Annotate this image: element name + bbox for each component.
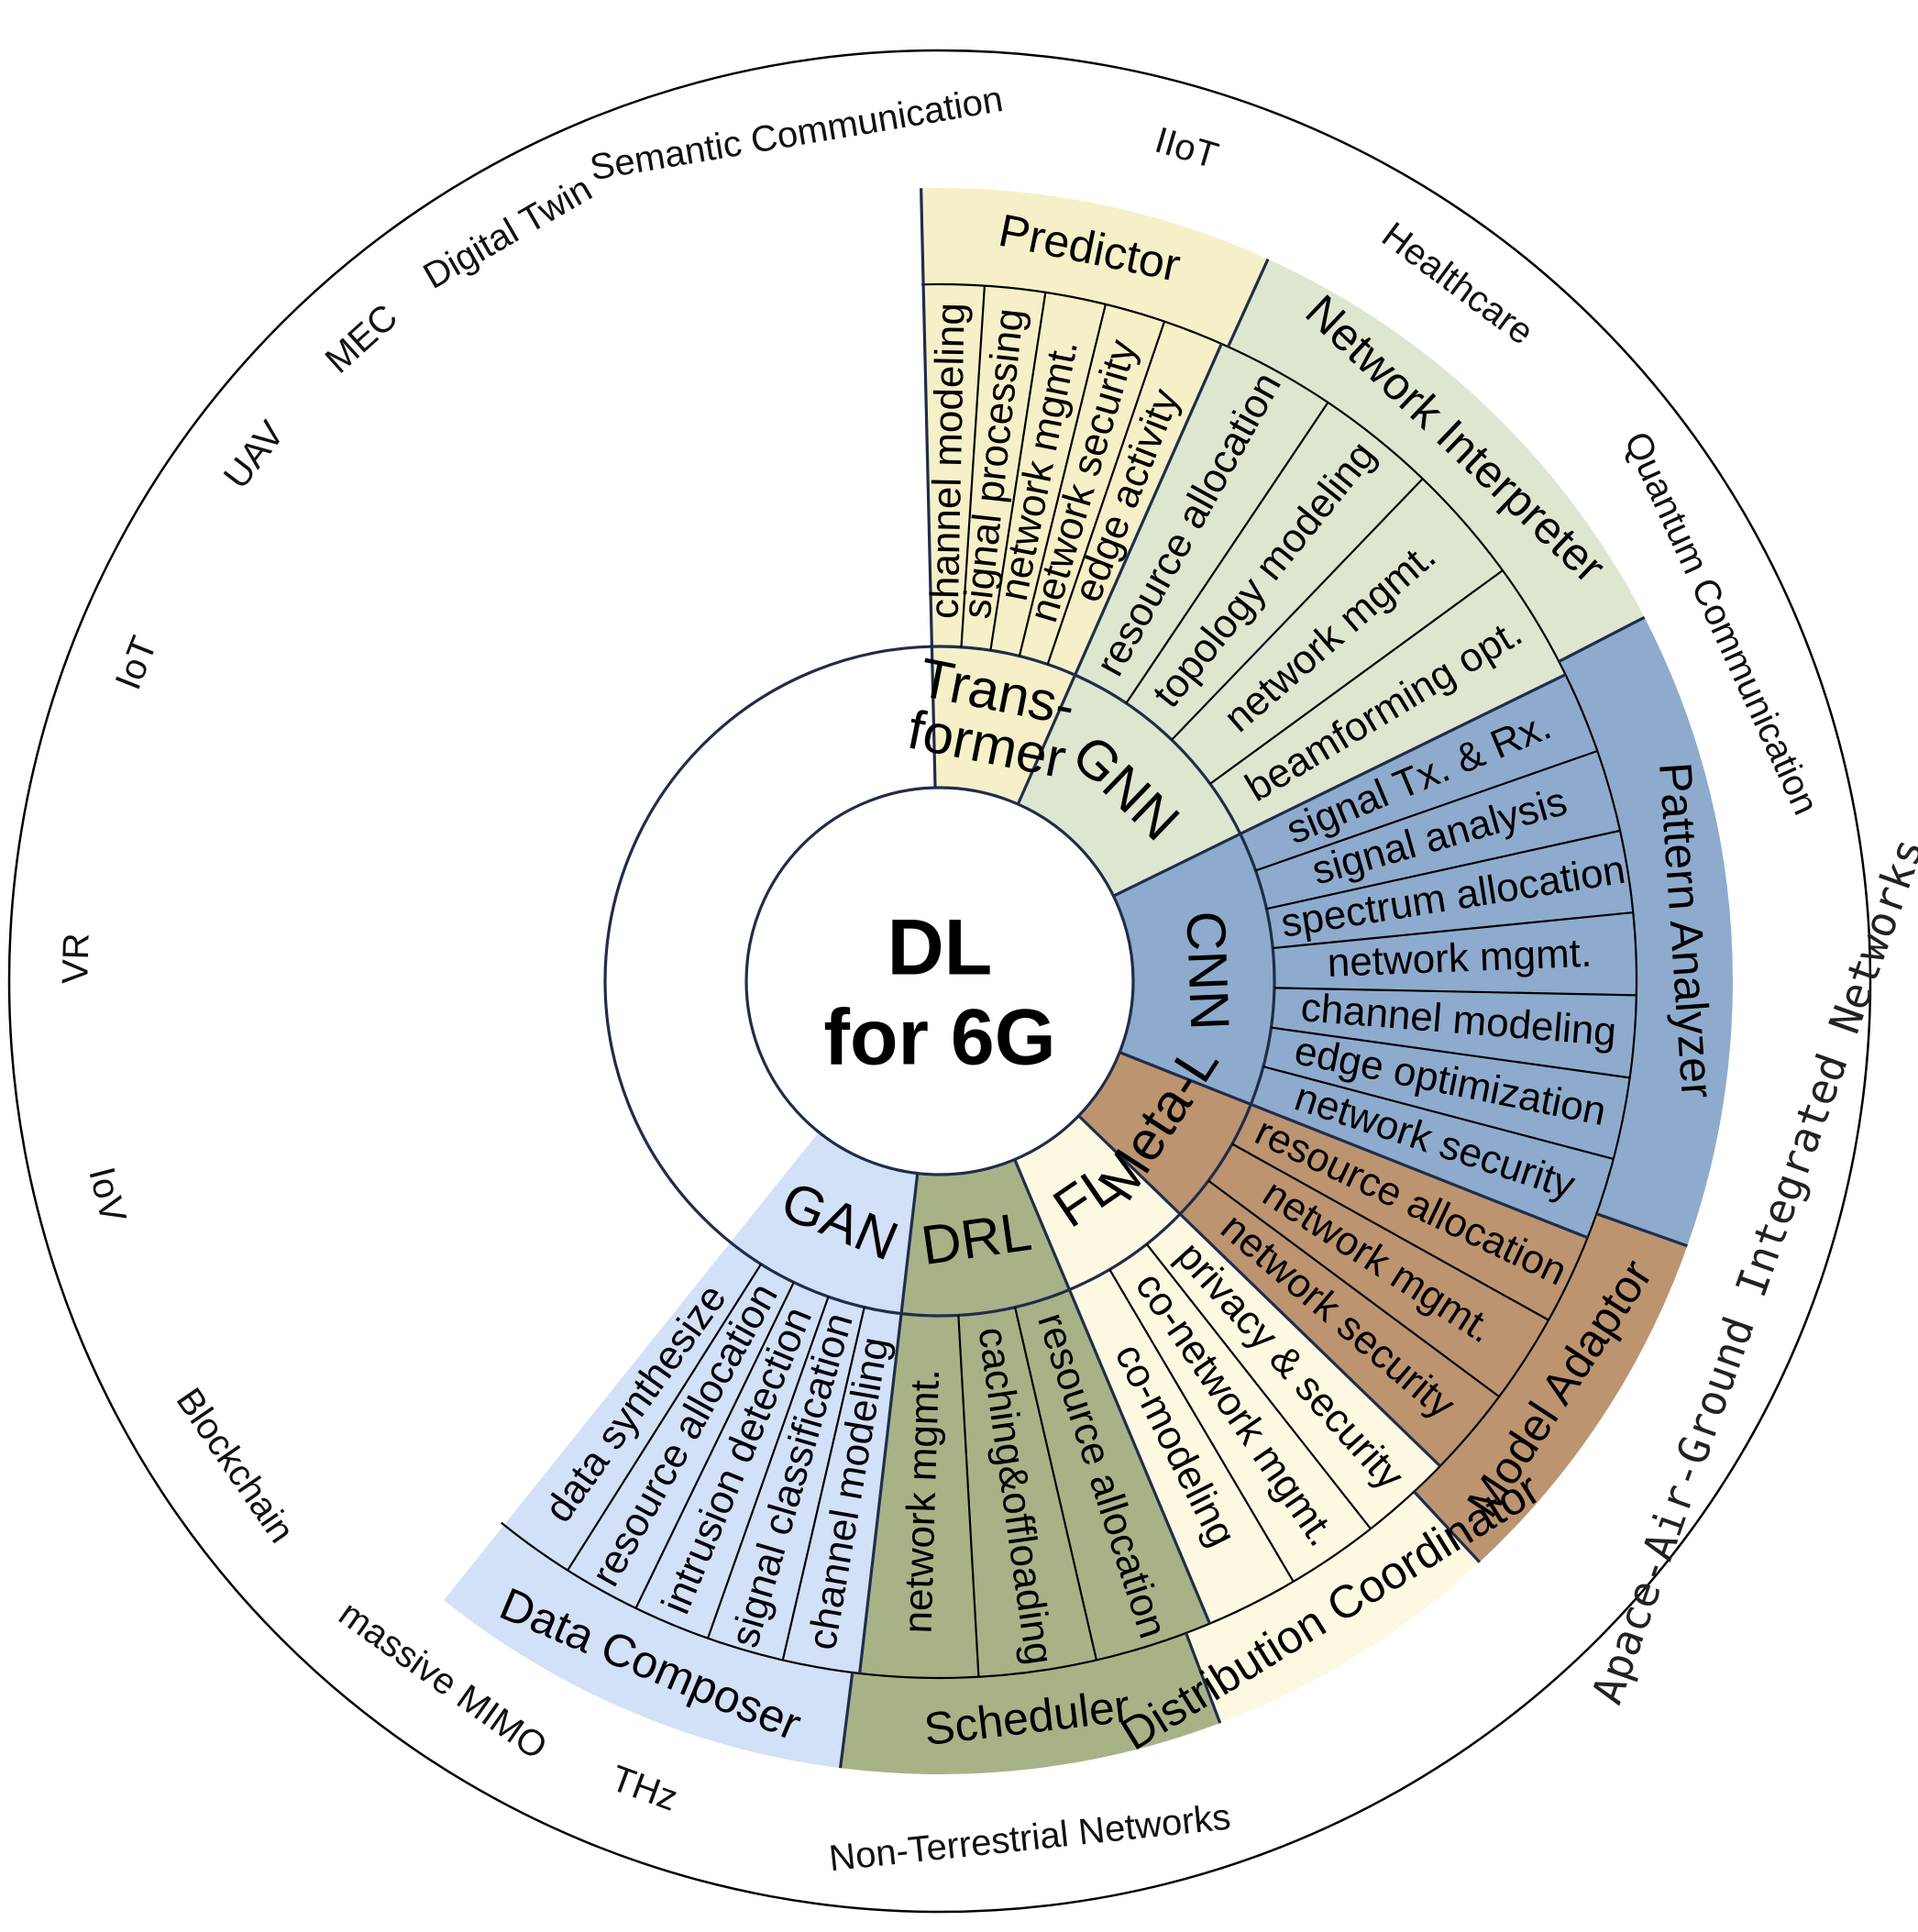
items-band-data-composer xyxy=(503,1242,902,1673)
item-divider-network-interpreter xyxy=(1171,478,1424,741)
sector-boundary xyxy=(858,1173,920,1674)
algorithm-ring-arc xyxy=(603,645,1276,1318)
item-divider-data-composer xyxy=(634,1281,795,1609)
items-band-predictor xyxy=(923,283,1222,676)
role-band-model-adaptor xyxy=(1414,1213,1688,1562)
items-outer-arc xyxy=(501,282,1638,1680)
item-divider-network-interpreter xyxy=(1209,569,1504,785)
role-boundary xyxy=(920,188,925,285)
item-divider-distribution-coordinator xyxy=(1108,1268,1295,1583)
role-band-pattern-analyzer xyxy=(1559,617,1733,1246)
role-boundary xyxy=(1595,1212,1688,1248)
item-divider-predictor xyxy=(960,285,987,647)
application-label: THz xyxy=(606,1758,683,1819)
items-band-pattern-analyzer xyxy=(1240,674,1637,1238)
sector-boundary xyxy=(1016,343,1223,805)
application-label: IIoT xyxy=(1151,120,1223,177)
sector-boundary xyxy=(921,284,937,789)
role-band-scheduler xyxy=(840,1632,1220,1775)
role-band-network-interpreter xyxy=(1228,259,1645,662)
algorithm-band-model-adaptor xyxy=(1078,1052,1251,1215)
item-divider-scheduler xyxy=(1014,1307,1098,1661)
item-divider-model-adaptor xyxy=(1207,1179,1500,1398)
sector-boundary xyxy=(1119,1051,1589,1240)
item-divider-predictor xyxy=(1046,321,1166,665)
item-divider-distribution-coordinator xyxy=(1145,1243,1372,1529)
application-label: UAV xyxy=(216,414,292,496)
algorithm-band-pattern-analyzer xyxy=(1113,834,1275,1105)
role-band-data-composer xyxy=(444,1525,853,1769)
item-divider-pattern-analyzer xyxy=(1262,1065,1615,1161)
item-divider-data-composer xyxy=(567,1264,763,1572)
application-label: Blockchain xyxy=(169,1381,303,1550)
item-divider-pattern-analyzer xyxy=(1273,911,1634,950)
role-boundary xyxy=(1185,1632,1222,1724)
application-label: Digital Twin xyxy=(417,169,599,297)
items-band-distribution-coordinator xyxy=(1069,1214,1440,1624)
divider-lines xyxy=(501,188,1688,1769)
role-band-predictor xyxy=(920,187,1269,348)
outer-ring-boundary xyxy=(7,49,1872,1914)
item-divider-scheduler xyxy=(957,1315,980,1677)
item-divider-pattern-analyzer xyxy=(1271,1026,1630,1079)
algorithm-band-scheduler xyxy=(901,1159,1070,1316)
item-label-predictor: channel modeling xyxy=(922,303,974,620)
items-band-network-interpreter xyxy=(1075,343,1566,834)
item-divider-predictor xyxy=(1018,304,1107,657)
item-divider-data-composer xyxy=(781,1307,865,1661)
item-divider-predictor xyxy=(989,292,1047,651)
algorithm-label-scheduler: DRL xyxy=(918,1200,1035,1276)
item-label-scheduler: network mgmt. xyxy=(896,1368,949,1634)
application-label: MEC xyxy=(318,297,406,381)
role-boundary xyxy=(1413,1490,1481,1563)
application-label: IoT xyxy=(108,631,165,695)
item-divider-pattern-analyzer xyxy=(1266,829,1621,911)
role-boundary xyxy=(839,1672,854,1769)
center-hub xyxy=(744,786,1135,1176)
algorithm-band-predictor xyxy=(931,646,1075,805)
items-band-scheduler xyxy=(859,1289,1210,1678)
application-label: IoV xyxy=(81,1164,134,1227)
item-divider-network-interpreter xyxy=(1125,402,1329,704)
algorithm-label-pattern-analyzer: CNN xyxy=(1174,910,1240,1032)
item-divider-data-composer xyxy=(707,1296,830,1639)
algorithm-band-data-composer xyxy=(730,1132,918,1314)
role-boundary xyxy=(1227,258,1270,348)
sector-boundary xyxy=(1077,1114,1441,1468)
center-title-line1: DL xyxy=(887,904,993,992)
sector-boundary xyxy=(1112,673,1567,898)
algorithm-band-distribution-coordinator xyxy=(1014,1115,1181,1290)
sector-fills xyxy=(7,49,1872,1914)
item-label-pattern-analyzer: network mgmt. xyxy=(1327,931,1593,986)
application-label: Semantic Communication xyxy=(587,79,1006,188)
item-divider-model-adaptor xyxy=(1231,1143,1549,1321)
role-boundary xyxy=(1558,615,1646,663)
application-label: Non-Terrestrial Networks xyxy=(827,1797,1232,1880)
application-label: Healthcare xyxy=(1374,215,1541,353)
role-band-distribution-coordinator xyxy=(1185,1491,1480,1724)
center-title-line2: for 6G xyxy=(823,994,1055,1082)
item-divider-pattern-analyzer xyxy=(1273,987,1637,997)
application-label: VR xyxy=(55,933,96,985)
item-divider-pattern-analyzer xyxy=(1255,749,1598,872)
sector-boundary xyxy=(1013,1158,1211,1625)
items-band-model-adaptor xyxy=(1180,1104,1588,1466)
